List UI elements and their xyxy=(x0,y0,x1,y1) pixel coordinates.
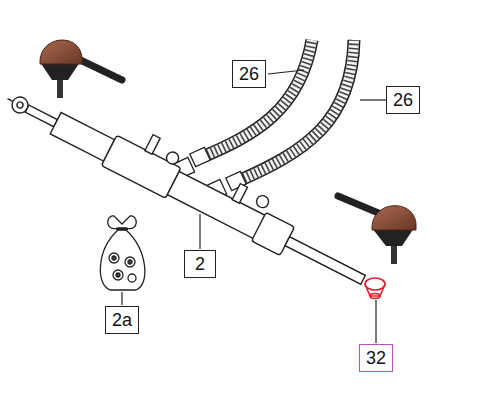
callout-box: 32 xyxy=(359,344,393,372)
callout-box: 2a xyxy=(105,306,139,334)
cylinder-body xyxy=(0,68,378,295)
callout-number: 2a xyxy=(112,309,132,331)
tie-rod-end xyxy=(338,196,416,264)
callout-number: 26 xyxy=(239,63,259,85)
callout-number: 26 xyxy=(393,89,413,111)
leader-line xyxy=(122,70,386,343)
tie-rod-end xyxy=(40,40,122,98)
hardware-bag xyxy=(100,216,145,290)
callout-number: 2 xyxy=(191,253,209,275)
callout-box: 26 xyxy=(232,60,266,88)
seal-ring xyxy=(365,278,385,299)
callout-number: 32 xyxy=(366,347,386,369)
hydraulic-hose xyxy=(200,40,312,158)
callout-box: 26 xyxy=(386,86,420,114)
callout-box: 2 xyxy=(184,250,216,278)
